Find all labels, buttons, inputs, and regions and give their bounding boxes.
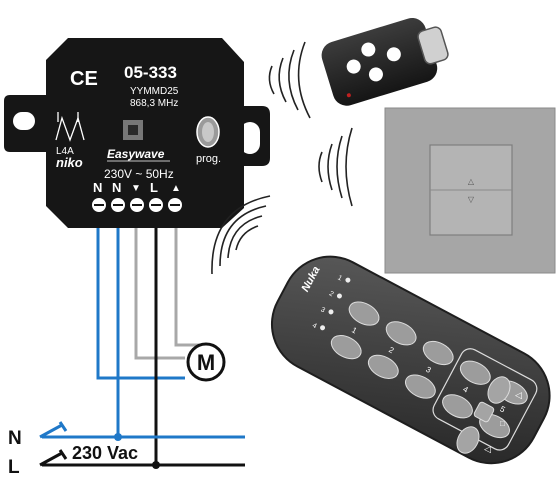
- key-fob-remote: [321, 17, 449, 106]
- hand-remote-body: [270, 255, 551, 465]
- terminal-label-1: N: [93, 180, 102, 195]
- fob-button[interactable]: [345, 58, 362, 75]
- motor-wire-up: [174, 220, 200, 347]
- load-rating: L4A: [56, 146, 74, 157]
- voltage-label: 230 Vac: [72, 443, 138, 463]
- neutral-wire-motor: [96, 220, 185, 380]
- ce-mark: CE: [70, 68, 98, 90]
- fob-button[interactable]: [385, 46, 402, 63]
- master-down-arrow: ◁: [484, 444, 491, 454]
- master-up-arrow: ◁: [515, 390, 522, 400]
- prog-button-face: [202, 122, 214, 142]
- channel-leds: [320, 277, 351, 331]
- channel-4-down-button[interactable]: [439, 390, 477, 423]
- motor-label: M: [197, 350, 215, 375]
- channel-3-up-button[interactable]: [419, 337, 457, 370]
- master-controls: ◁ □ ◁: [453, 373, 522, 457]
- led-label-1: 1: [336, 275, 343, 283]
- supply-rating: 230V ~ 50Hz: [104, 167, 174, 181]
- wall-switch: △ ▽: [384, 107, 556, 274]
- neutral-label: N: [8, 428, 22, 449]
- channel-4-up-button[interactable]: [456, 356, 494, 389]
- wires: [30, 220, 245, 469]
- fob-led: [346, 93, 351, 98]
- channel-2-down-button[interactable]: [364, 351, 402, 384]
- live-switch-symbol: [30, 449, 68, 468]
- led-label-3: 3: [319, 306, 326, 314]
- channel-2-up-button[interactable]: [382, 317, 420, 350]
- frequency: 868,3 MHz: [130, 98, 178, 109]
- hand-remote: Nuka 1 2 3 4 1 2 3 4 5: [270, 255, 551, 465]
- model-number: 05-333: [124, 63, 177, 82]
- left-mount-slot: [13, 112, 35, 130]
- system-logo: Easywave: [107, 147, 165, 161]
- channel-3-down-button[interactable]: [402, 370, 440, 403]
- actuator-module: CE 05-333 YYMMD25 868,3 MHz L4A niko Eas…: [4, 38, 270, 228]
- motor-wire-down: [134, 220, 185, 360]
- terminal-label-2: N: [112, 180, 121, 195]
- led-label-2: 2: [328, 290, 335, 298]
- led-label-4: 4: [311, 322, 318, 330]
- wall-switch-up-arrow: △: [468, 177, 475, 186]
- channel-1-up-button[interactable]: [345, 297, 383, 330]
- live-junction: [152, 461, 160, 469]
- channel-label-2: 2: [387, 345, 396, 355]
- terminal-screws: [92, 198, 182, 212]
- prog-label: prog.: [196, 153, 221, 165]
- module-body: [46, 38, 244, 228]
- status-led: [128, 125, 138, 135]
- neutral-switch-symbol: [30, 421, 68, 440]
- channel-label-3: 3: [424, 365, 433, 375]
- terminal-label-4: L: [150, 180, 158, 195]
- channel-1-down-button[interactable]: [327, 331, 365, 364]
- terminal-label-5: ▲: [171, 183, 181, 194]
- neutral-junction: [114, 433, 122, 441]
- channel-label-1: 1: [350, 325, 359, 335]
- wall-switch-down-arrow: ▽: [468, 195, 475, 204]
- fob-button[interactable]: [360, 41, 377, 58]
- module-brand: niko: [56, 155, 83, 170]
- right-mount-slot: [240, 122, 260, 154]
- terminal-label-3: ▼: [131, 183, 141, 194]
- fob-button[interactable]: [367, 66, 384, 83]
- radio-wave-icon: [211, 41, 353, 275]
- date-code: YYMMD25: [130, 86, 179, 97]
- channel-label-5: 5: [498, 404, 507, 414]
- master-up-button[interactable]: [484, 373, 515, 407]
- motor-symbol: M: [186, 342, 226, 382]
- master-stop-button[interactable]: [473, 401, 495, 423]
- master-down-button[interactable]: [453, 423, 484, 457]
- live-label: L: [8, 457, 20, 478]
- master-stop-icon: □: [500, 419, 505, 428]
- channel-label-4: 4: [461, 385, 470, 395]
- key-fob-body: [321, 17, 438, 106]
- load-waveform-icon: [55, 112, 85, 142]
- key-fob-ring: [417, 26, 449, 65]
